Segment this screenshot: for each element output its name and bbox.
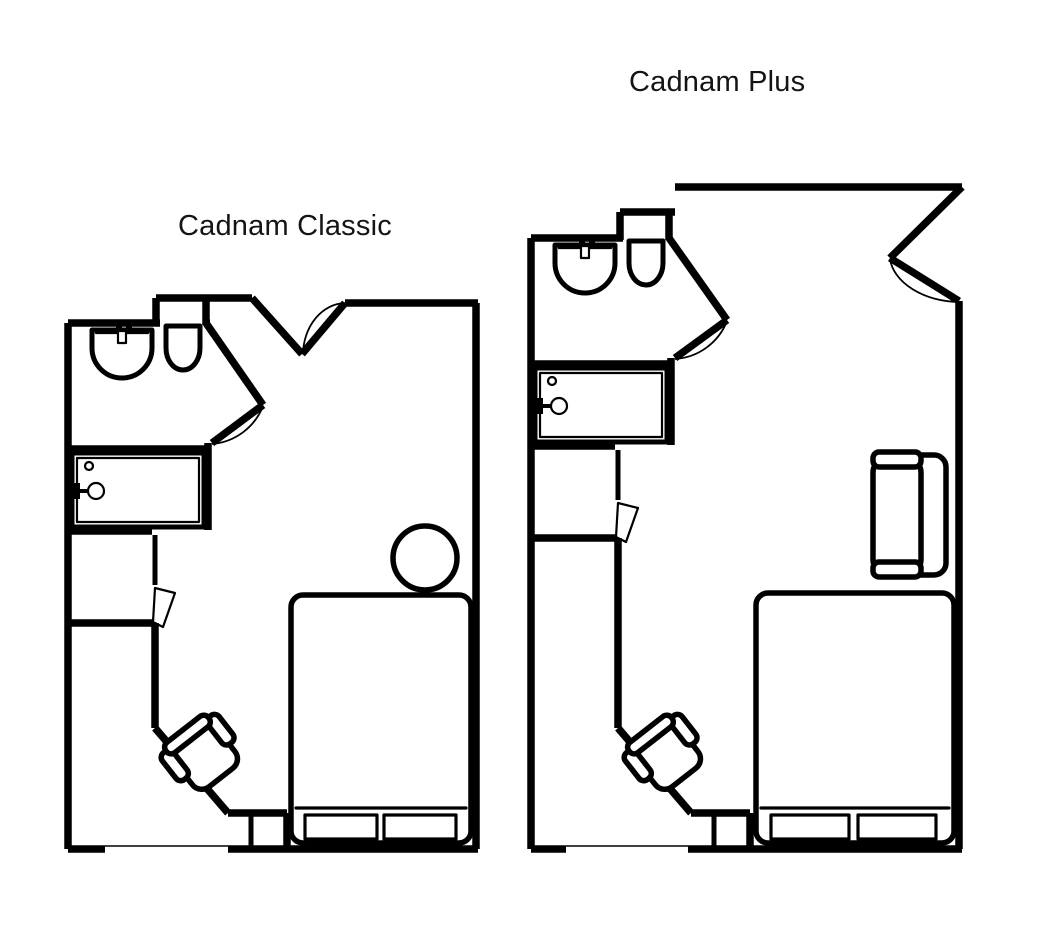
bed-plus: [753, 590, 957, 846]
bed-classic: [288, 592, 474, 846]
round-table-classic: [390, 523, 460, 593]
armchair-classic: [158, 711, 241, 793]
armchair-plus: [621, 711, 704, 793]
interior-wall-plus: [614, 538, 754, 849]
sofa-plus: [870, 449, 949, 580]
bathtub-classic: [69, 450, 207, 530]
toilet-classic: [163, 323, 203, 373]
plan-cadnam-plus: [527, 183, 965, 853]
plan-title-cadnam-classic: Cadnam Classic: [178, 210, 392, 242]
toilet-plus: [626, 238, 666, 288]
bathtub-plus: [532, 365, 670, 445]
sink-plus: [552, 241, 618, 296]
exterior-walls-classic: [64, 294, 480, 853]
exterior-walls-plus: [527, 183, 965, 853]
bathroom-walls-plus: [531, 235, 731, 445]
closet-classic: [68, 527, 177, 629]
bathroom-walls-classic: [68, 320, 267, 530]
plan-title-cadnam-plus: Cadnam Plus: [629, 66, 806, 98]
plan-cadnam-classic: [64, 294, 480, 853]
sink-classic: [89, 326, 155, 381]
closet-plus: [531, 442, 640, 544]
